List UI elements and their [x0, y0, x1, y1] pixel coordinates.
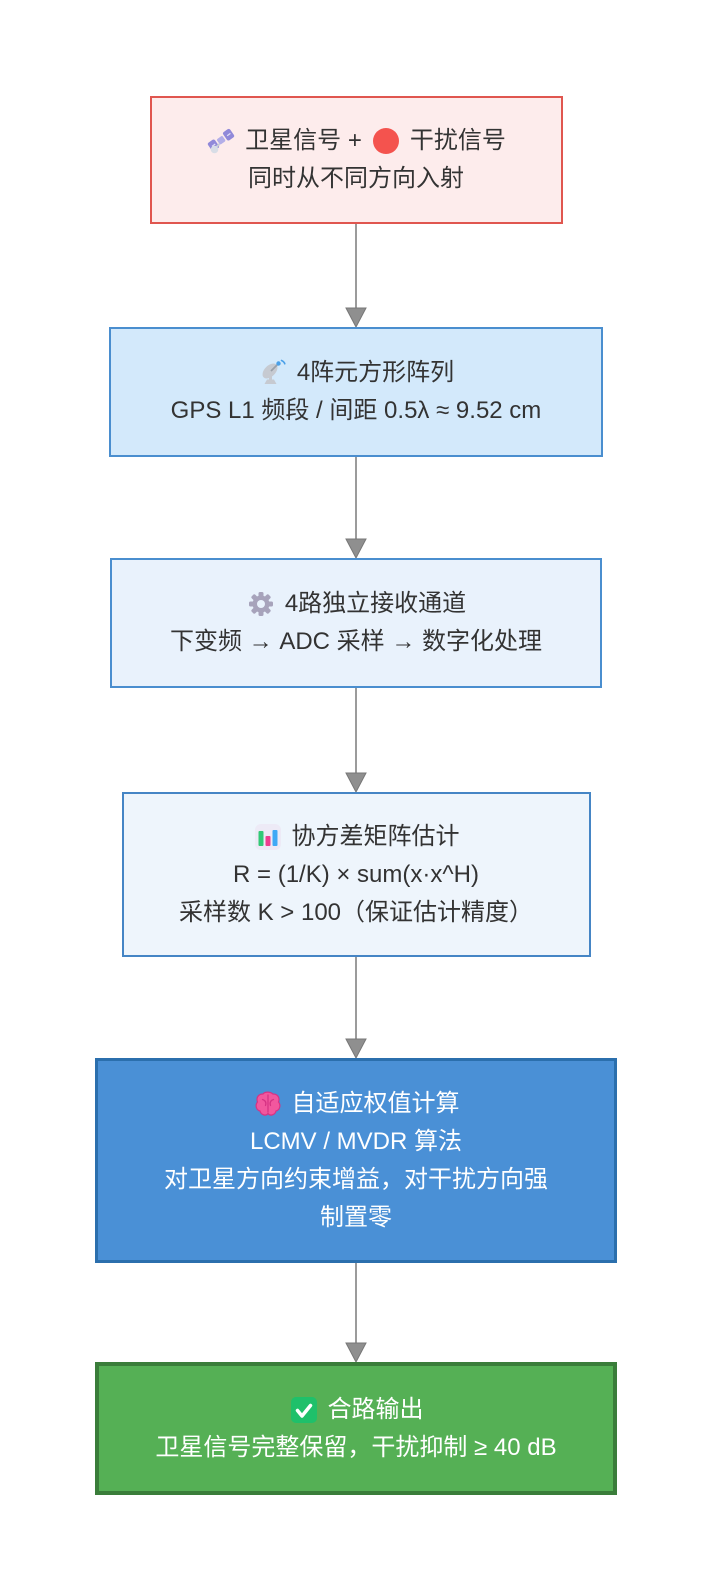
flow-node-adaptive-weight-computation: 自适应权值计算 LCMV / MVDR 算法对卫星方向约束增益，对干扰方向强制置零	[95, 1058, 617, 1263]
flow-arrow-down-icon	[343, 688, 369, 792]
node-text-line: 制置零	[320, 1203, 392, 1231]
flow-arrow-down-icon	[343, 457, 369, 558]
node-text-line: LCMV / MVDR 算法	[249, 1127, 462, 1155]
flow-arrow-down-icon	[343, 224, 369, 327]
node-title: 协方差矩阵估计	[253, 818, 460, 856]
node-title-text: 4路独立接收通道	[284, 590, 467, 617]
check-icon	[289, 1395, 319, 1425]
node-title: 4路独立接收通道	[246, 585, 466, 623]
gear-icon	[246, 589, 276, 619]
node-title-text: 协方差矩阵估计	[291, 822, 460, 850]
node-title: 合路输出	[289, 1391, 424, 1429]
node-title: 自适应权值计算	[253, 1085, 460, 1123]
node-text-line: GPS L1 频段 / 间距 0.5λ ≈ 9.52 cm	[170, 397, 542, 424]
node-title-text: 4阵元方形阵列	[296, 359, 455, 386]
node-text-line: 卫星信号完整保留，干扰抑制 ≥ 40 dB	[155, 1433, 557, 1461]
node-text-line: 同时从不同方向入射	[248, 165, 464, 192]
node-text-line: 对卫星方向约束增益，对干扰方向强	[164, 1165, 548, 1193]
satellite-icon	[206, 126, 236, 156]
flow-arrow-down-icon	[343, 1263, 369, 1362]
node-title-text: 卫星信号 +	[245, 127, 362, 154]
brain-icon	[253, 1089, 283, 1119]
node-title: 卫星信号 + 干扰信号	[206, 122, 506, 160]
flow-node-combined-output: 合路输出卫星信号完整保留，干扰抑制 ≥ 40 dB	[95, 1362, 617, 1495]
flowchart: 卫星信号 + 干扰信号同时从不同方向入射 4阵元方形阵列 GPS L1 频段 / 间距…	[95, 96, 617, 1495]
flow-node-covariance-estimation: 协方差矩阵估计 R = (1/K) × sum(x·x^H) 采样数 K > 100…	[121, 792, 591, 957]
flow-node-input-signals: 卫星信号 + 干扰信号同时从不同方向入射	[149, 96, 563, 224]
flow-arrow-down-icon	[343, 957, 369, 1058]
node-text-line: 下变频 → ADC 采样 → 数字化处理	[169, 628, 542, 655]
node-title: 4阵元方形阵列	[258, 354, 454, 392]
flow-node-antenna-array: 4阵元方形阵列 GPS L1 频段 / 间距 0.5λ ≈ 9.52 cm	[109, 327, 603, 457]
node-title-text: 自适应权值计算	[291, 1089, 460, 1117]
node-title-text: 干扰信号	[409, 127, 506, 154]
flow-node-receive-channels: 4路独立接收通道下变频 → ADC 采样 → 数字化处理	[110, 558, 602, 688]
red-circle-icon	[371, 126, 401, 156]
node-text-line: R = (1/K) × sum(x·x^H)	[233, 860, 479, 888]
node-text-line: 采样数 K > 100（保证估计精度）	[178, 898, 534, 926]
node-title-text: 合路输出	[327, 1395, 424, 1423]
bar-chart-icon	[253, 822, 283, 852]
antenna-dish-icon	[258, 358, 288, 388]
